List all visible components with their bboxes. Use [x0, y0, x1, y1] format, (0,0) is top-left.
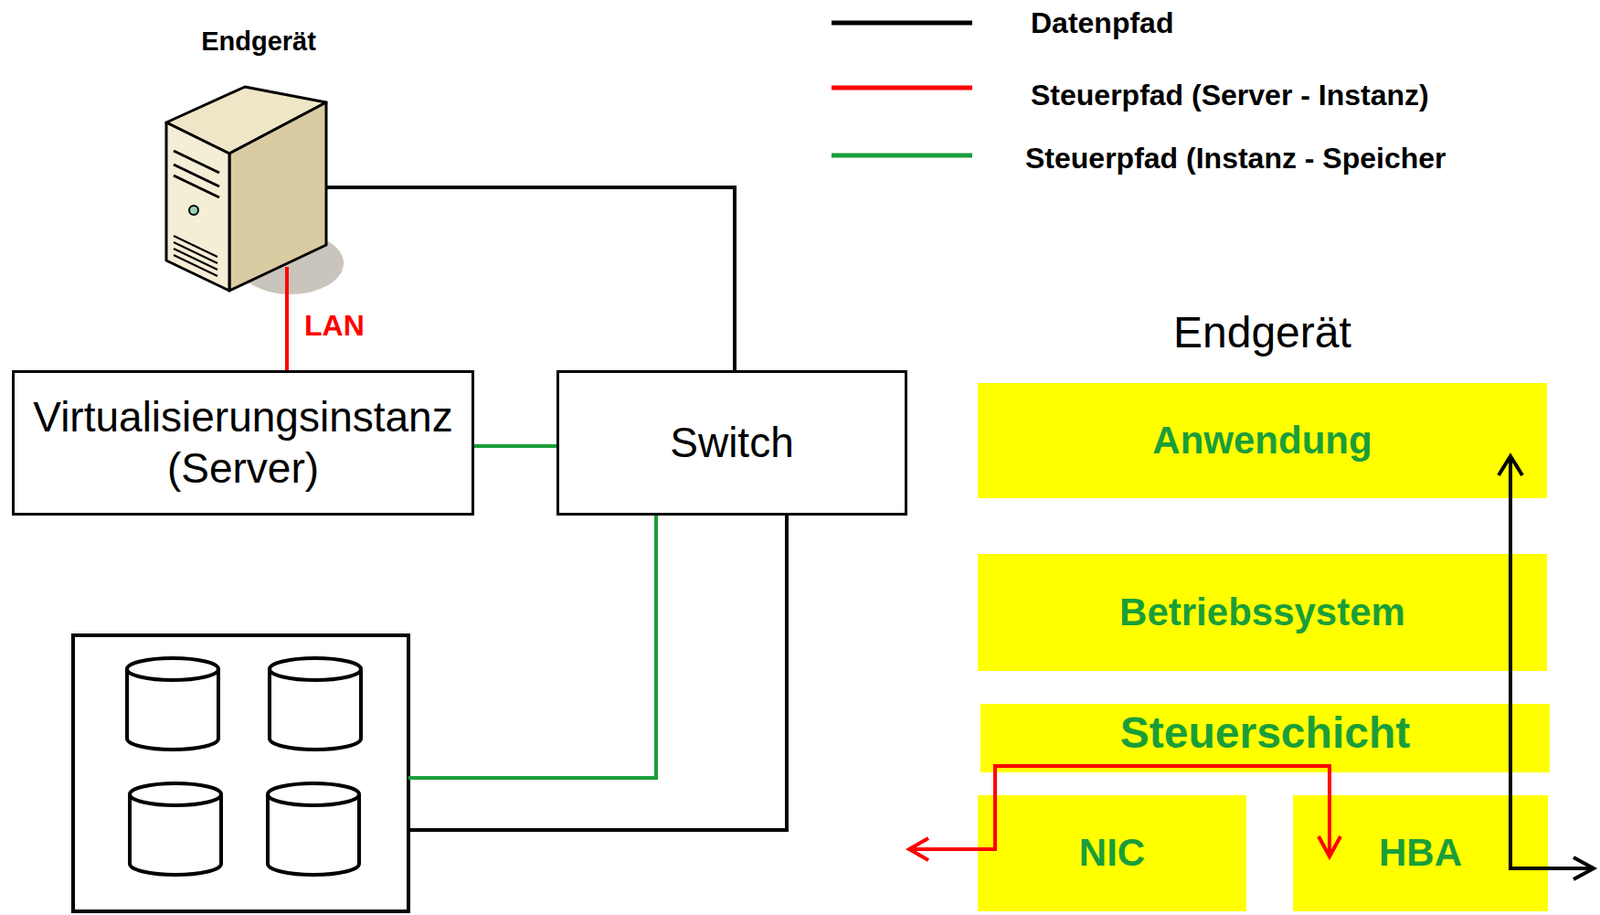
disk-symbol [267, 783, 360, 875]
connector [474, 444, 557, 448]
storage-wires [408, 515, 787, 830]
server-icon [166, 86, 344, 295]
disk-symbol [127, 657, 219, 750]
node-text: HBA [1378, 829, 1463, 876]
edge-label: LAN [304, 307, 365, 343]
layer-band: NIC [977, 794, 1247, 912]
node-text: Switch [669, 417, 794, 468]
server-slots [173, 164, 220, 187]
data-wire [408, 515, 787, 830]
layer-band: HBA [1292, 794, 1548, 912]
server-slots [173, 175, 220, 198]
storage-housing [73, 635, 409, 912]
legend-text: Steuerpfad (Instanz - Speicher [1025, 140, 1447, 176]
legend-text: Datenpfad [1030, 5, 1174, 41]
disk-top [129, 783, 222, 806]
server-slots [173, 150, 220, 173]
disk-top [269, 657, 361, 680]
arrow-head [1318, 836, 1341, 857]
node-text: Endgerät [201, 25, 317, 58]
legend-text: Steuerpfad (Server - Instanz) [1030, 77, 1430, 113]
legend-line-sample [831, 153, 973, 159]
server-front [166, 122, 230, 291]
server-slots [173, 150, 220, 198]
server-grill [173, 235, 218, 276]
band-fill [977, 382, 1548, 499]
layer-band: Betriebssystem [977, 553, 1548, 671]
legend-line-sample [831, 85, 973, 91]
arrow-head [1498, 455, 1523, 476]
layer-band: Anwendung [977, 382, 1548, 499]
node-text: Virtualisierungsinstanz (Server) [29, 392, 457, 493]
legend-line-sample [831, 21, 973, 26]
disk-symbol [129, 783, 222, 875]
node-text: Betriebssystem [1119, 589, 1406, 636]
stack-arrows [909, 455, 1594, 880]
connector [327, 187, 735, 371]
node-text: Anwendung [1152, 417, 1372, 464]
disk-top [127, 657, 219, 680]
control-wire [408, 515, 657, 778]
server-button [189, 205, 199, 215]
band-fill [977, 794, 1247, 912]
band-fill [980, 703, 1550, 773]
layer-bands [977, 382, 1550, 912]
storage-array [73, 635, 409, 912]
arrow-head [1573, 857, 1594, 880]
device-heading: Endgerät [190, 25, 328, 267]
disk-top [267, 783, 360, 806]
disk-symbol [269, 657, 361, 750]
arrow-head [909, 837, 929, 860]
node-text: Steuerschicht [1120, 710, 1410, 755]
band-fill [977, 553, 1548, 671]
server-grill [173, 254, 218, 276]
server-side [229, 102, 327, 291]
group-heading: Endgerät [1173, 306, 1352, 360]
layer-band: Steuerschicht [980, 703, 1550, 773]
connector [285, 266, 289, 371]
legend-lines [831, 22, 973, 156]
process-box: Virtualisierungsinstanz (Server) [11, 370, 475, 516]
switch-box: Switch [556, 370, 908, 516]
data-path-arrow [1510, 457, 1591, 869]
node-text: NIC [1079, 829, 1145, 876]
